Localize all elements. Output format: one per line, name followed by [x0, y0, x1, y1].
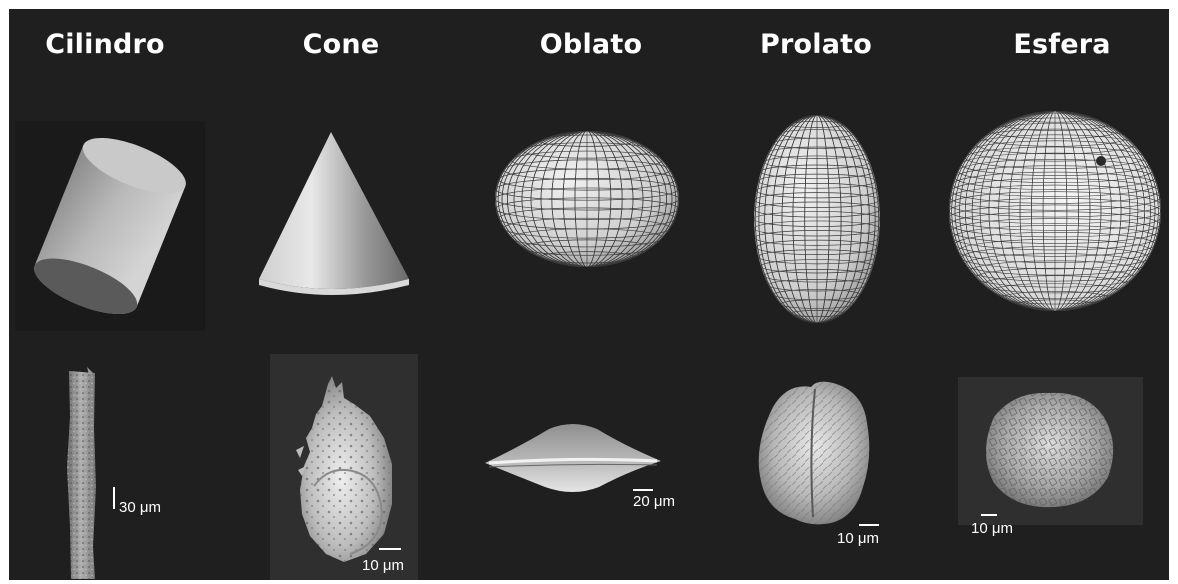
- title-cone: Cone: [241, 29, 441, 60]
- prolato-scale-label: 10 μm: [837, 530, 879, 547]
- prolate-specimen-image: [751, 377, 883, 527]
- cylinder-specimen-image: [57, 367, 107, 580]
- cone-model: [251, 127, 421, 307]
- oblato-scale-bar: [633, 489, 653, 491]
- title-cilindro: Cilindro: [9, 29, 205, 60]
- figure-panel: Cilindro Cone Oblato Prolato Esfera: [9, 9, 1169, 580]
- prolate-model: [747, 109, 887, 329]
- cilindro-scale-label: 30 μm: [119, 499, 161, 516]
- oblate-specimen-image: [479, 417, 667, 497]
- sphere-specimen-image: [958, 377, 1143, 525]
- prolato-scale-bar: [859, 524, 879, 526]
- esfera-scale-label: 10 μm: [971, 520, 1013, 537]
- sphere-model: [945, 107, 1165, 317]
- cone-specimen-image: [270, 354, 418, 580]
- cone-scale-label: 10 μm: [362, 557, 404, 574]
- title-prolato: Prolato: [716, 29, 916, 60]
- esfera-scale-bar: [981, 514, 997, 516]
- title-esfera: Esfera: [962, 29, 1162, 60]
- cilindro-scale-bar: [113, 487, 115, 509]
- oblato-scale-label: 20 μm: [633, 493, 675, 510]
- title-oblato: Oblato: [491, 29, 691, 60]
- oblate-model: [487, 127, 687, 277]
- cone-scale-bar: [379, 548, 401, 550]
- cylinder-model: [15, 121, 205, 331]
